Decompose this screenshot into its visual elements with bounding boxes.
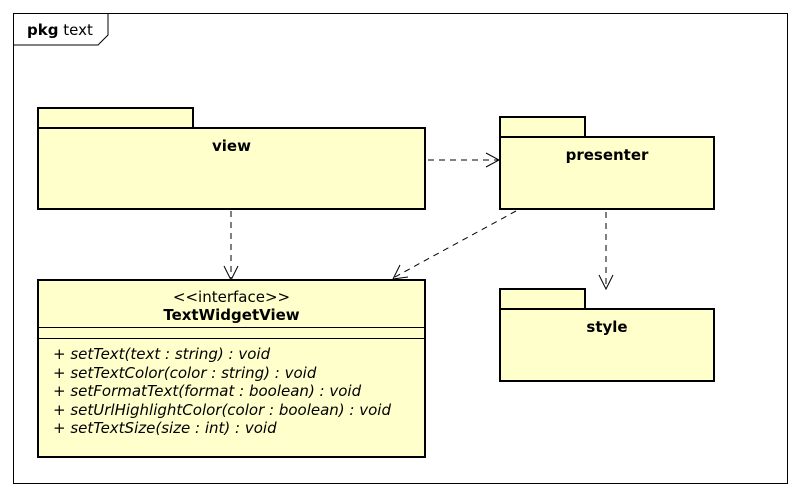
operation: + setFormatText(format : boolean) : void	[53, 382, 362, 400]
operation: + setText(text : string) : void	[53, 345, 271, 363]
view-package[interactable]: view	[37, 127, 426, 210]
view-package-name: view	[212, 137, 251, 155]
style-package[interactable]: style	[499, 308, 715, 382]
operation: + setTextColor(color : string) : void	[53, 363, 317, 382]
presenter-package[interactable]: presenter	[499, 136, 715, 210]
view-to-interface-dependency	[223, 211, 239, 282]
style-package-name: style	[586, 318, 628, 336]
frame-name: text	[63, 21, 93, 39]
frame-label: pkg text	[27, 21, 93, 39]
frame-keyword: pkg	[27, 21, 59, 39]
operations-divider	[39, 338, 424, 339]
presenter-to-interface-dependency	[392, 210, 517, 280]
package-frame	[13, 13, 788, 484]
operations-list: + setText(text : string) : void + setTex…	[53, 345, 391, 438]
interface-stereotype: <<interface>>	[172, 288, 291, 306]
attributes-divider	[39, 327, 424, 328]
operation: + setTextSize(size : int) : void	[53, 419, 277, 437]
presenter-to-style-dependency	[598, 212, 614, 291]
presenter-package-name: presenter	[565, 146, 649, 164]
textwidgetview-interface[interactable]: <<interface>> TextWidgetView + setText(t…	[37, 279, 426, 458]
operation: + setUrlHighlightColor(color : boolean) …	[53, 400, 391, 419]
interface-name: TextWidgetView	[163, 306, 300, 324]
view-to-presenter-dependency	[428, 152, 501, 168]
